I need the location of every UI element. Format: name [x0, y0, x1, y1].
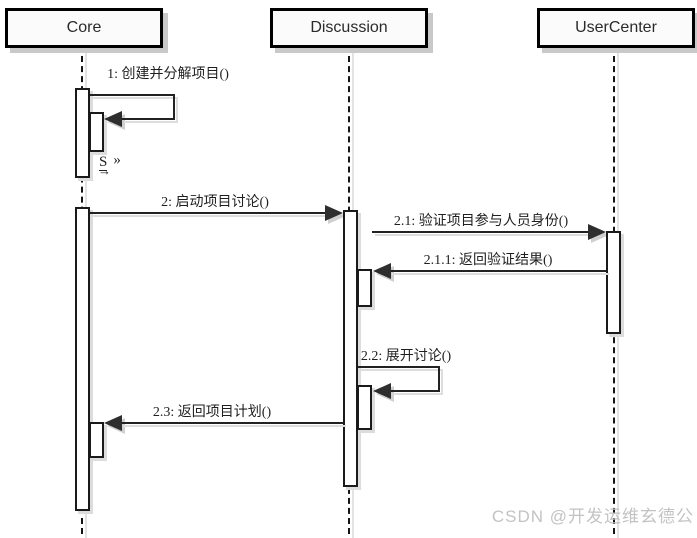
message-2-line — [90, 212, 328, 214]
message-2-2-line-out — [358, 366, 440, 368]
actor-label-core: Core — [66, 19, 102, 36]
activation-core-2 — [75, 207, 90, 511]
arrow-right-icon: → — [98, 163, 111, 178]
message-1-arrowhead — [104, 111, 122, 127]
message-1-line-down — [173, 94, 175, 120]
message-2-1-1-line — [389, 270, 606, 272]
actor-box-usercenter: UserCenter — [537, 8, 695, 48]
actor-box-discussion: Discussion — [270, 8, 428, 48]
actor-label-discussion: Discussion — [310, 19, 388, 36]
message-2-3-line — [120, 422, 343, 424]
message-1-label: 1: 创建并分解项目() — [107, 67, 229, 82]
message-2-3-label: 2.3: 返回项目计划() — [152, 405, 272, 420]
activation-usercenter — [606, 231, 621, 334]
activation-discussion-nested-1 — [357, 269, 372, 307]
message-2-1-line — [372, 231, 591, 233]
activation-core-1-nested — [89, 112, 104, 152]
activation-core-2-nested — [89, 422, 104, 458]
activation-discussion — [343, 210, 358, 487]
message-1-line-out — [90, 94, 175, 96]
message-2-1-1-label: 2.1.1: 返回验证结果() — [423, 253, 553, 268]
chevrons-icon: » — [113, 152, 121, 168]
message-2-1-arrowhead — [588, 224, 606, 240]
activation-core-1 — [75, 88, 90, 178]
message-2-1-1-arrowhead — [373, 263, 391, 279]
message-2-2-label: 2.2: 展开讨论() — [360, 349, 452, 364]
watermark: CSDN @开发运维玄德公 — [491, 507, 694, 526]
activation-discussion-nested-2 — [357, 385, 372, 430]
actor-label-usercenter: UserCenter — [575, 19, 657, 36]
message-2-2-line-back — [390, 390, 440, 392]
message-2-label: 2: 启动项目讨论() — [161, 195, 269, 210]
message-2-2-arrowhead — [373, 383, 391, 399]
message-2-1-label: 2.1: 验证项目参与人员身份() — [393, 214, 569, 229]
message-2-2-line-down — [438, 366, 440, 392]
message-2-arrowhead — [325, 205, 343, 221]
message-2-3-arrowhead — [104, 415, 122, 431]
procedure-call-icon: S→» — [98, 152, 121, 178]
s-letter-icon: S — [99, 154, 108, 171]
message-1-line-back — [121, 118, 175, 120]
actor-box-core: Core — [5, 8, 163, 48]
